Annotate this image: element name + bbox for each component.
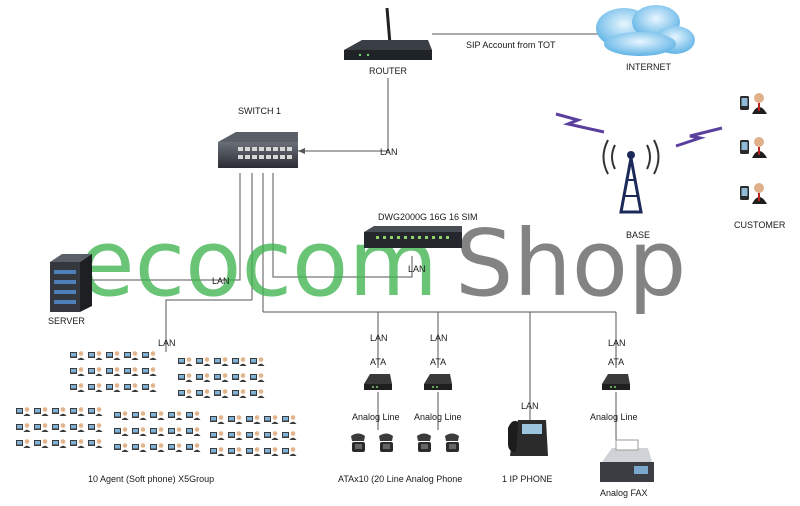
- base-label: BASE: [626, 230, 651, 240]
- fax-caption: Analog FAX: [600, 488, 648, 498]
- ip-phone-icon: [508, 420, 548, 456]
- mobile-user-icon: [740, 137, 767, 158]
- analog-phone-caption: ATAx10 (20 Line Analog Phone: [338, 474, 463, 484]
- agent-group-2: [178, 357, 265, 398]
- lan-label-gateway: LAN: [408, 264, 426, 274]
- lan-label-ata1: LAN: [370, 333, 388, 343]
- line-switch-server: [92, 173, 241, 281]
- ata-label-3: ATA: [608, 357, 625, 367]
- agent-group-1: [70, 351, 157, 392]
- ata-label-1: ATA: [370, 357, 387, 367]
- connections: [92, 33, 617, 450]
- mobile-user-icon: [740, 93, 767, 114]
- lan-label-server: LAN: [212, 276, 230, 286]
- gateway-label: DWG2000G 16G 16 SIM: [378, 212, 478, 222]
- lan-label-ata2: LAN: [430, 333, 448, 343]
- cloud-icon: [596, 5, 695, 56]
- analog-line-label-3: Analog Line: [590, 412, 638, 422]
- switch-icon: [218, 132, 298, 168]
- server-label: SERVER: [48, 316, 85, 326]
- router-label: ROUTER: [369, 66, 407, 76]
- customer-label: CUSTOMER: [734, 220, 786, 230]
- analog-phone-icon: [351, 433, 365, 452]
- analog-phone-icon: [417, 433, 431, 452]
- analog-phone-icon: [379, 433, 393, 452]
- analog-phone-icon: [445, 433, 459, 452]
- lightning-icon: [555, 112, 723, 148]
- gateway-icon: [364, 226, 462, 248]
- ip-phone-caption: 1 IP PHONE: [502, 474, 553, 484]
- lan-label-router: LAN: [380, 147, 398, 157]
- ata-icon: [424, 374, 452, 390]
- ata-label-2: ATA: [430, 357, 447, 367]
- server-icon: [50, 254, 92, 312]
- line-switch-gateway: [272, 173, 413, 278]
- sip-label: SIP Account from TOT: [466, 40, 556, 50]
- router-icon: [344, 7, 432, 60]
- line-router-switch: [298, 78, 389, 152]
- lan-label-agents: LAN: [158, 338, 176, 348]
- ata-icon: [364, 374, 392, 390]
- ata-icon: [602, 374, 630, 390]
- tower-icon: [602, 139, 660, 214]
- lan-label-fax: LAN: [608, 338, 626, 348]
- agent-group-4: [114, 411, 201, 452]
- analog-line-label-1: Analog Line: [352, 412, 400, 422]
- line-switch-agents: [165, 299, 252, 352]
- internet-label: INTERNET: [626, 62, 671, 72]
- lan-label-ipphone: LAN: [521, 401, 539, 411]
- switch-label: SWITCH 1: [238, 106, 282, 116]
- analog-line-label-2: Analog Line: [414, 412, 462, 422]
- agent-group-3: [16, 407, 103, 448]
- fax-icon: [600, 439, 654, 482]
- agents-caption: 10 Agent (Soft phone) X5Group: [88, 474, 215, 484]
- mobile-user-icon: [740, 183, 767, 204]
- agent-group-5: [210, 415, 297, 456]
- watermark-shop: Shop: [455, 210, 686, 317]
